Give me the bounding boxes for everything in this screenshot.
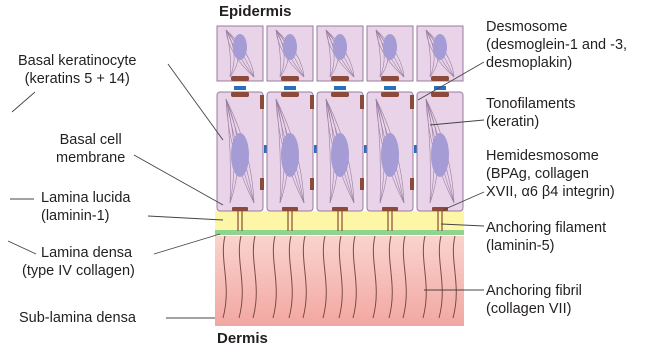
hemidesmosome (282, 207, 298, 211)
epidermis-title: Epidermis (219, 3, 292, 21)
desmosome (310, 178, 314, 190)
desmosome (310, 95, 314, 109)
nucleus (233, 34, 247, 60)
desmosome-plaque (281, 92, 299, 97)
hemidesmosome (232, 207, 248, 211)
keratinocyte-cells (217, 26, 463, 231)
label-lamina-lucida-line2: (laminin-1) (41, 207, 130, 225)
nucleus (381, 133, 399, 177)
lamina-densa-band (215, 230, 464, 235)
dermis-title: Dermis (217, 330, 268, 348)
label-anchoring-fibril-line2: (collagen VII) (486, 300, 582, 318)
nucleus (331, 133, 349, 177)
label-anchoring-fibril: Anchoring fibril (collagen VII) (486, 282, 582, 318)
leader-basal-cell-membrane (134, 155, 223, 205)
hemidesmosome (332, 207, 348, 211)
label-hemidesmosome-line3: XVII, α6 β4 integrin) (486, 183, 615, 201)
leader-keratinocyte-stray (12, 92, 35, 112)
label-sub-lamina-densa: Sub-lamina densa (19, 309, 136, 327)
label-hemidesmosome: Hemidesmosome (BPAg, collagen XVII, α6 β… (486, 147, 615, 201)
label-desmosome-line3: desmoplakin) (486, 54, 627, 72)
label-hemidesmosome-line1: Hemidesmosome (486, 147, 615, 165)
label-lamina-lucida: Lamina lucida (laminin-1) (41, 189, 130, 225)
desmosome-plaque (431, 76, 449, 81)
label-desmosome: Desmosome (desmoglein-1 and -3, desmopla… (486, 18, 627, 72)
label-tonofilaments-line1: Tonofilaments (486, 95, 575, 113)
label-basal-keratinocyte-line1: Basal keratinocyte (18, 52, 136, 70)
desmosome (410, 95, 414, 109)
blue-marker (334, 86, 346, 90)
leader-basal-keratinocyte (168, 64, 223, 140)
nucleus (433, 34, 447, 60)
desmosome-plaque (381, 76, 399, 81)
label-desmosome-line1: Desmosome (486, 18, 627, 36)
label-anchoring-filament-line2: (laminin-5) (486, 237, 606, 255)
desmosome-plaque (431, 92, 449, 97)
desmosome (260, 95, 264, 109)
label-basal-keratinocyte-line2: (keratins 5 + 14) (18, 70, 136, 88)
lamina-lucida-band (215, 211, 464, 231)
label-anchoring-fibril-line1: Anchoring fibril (486, 282, 582, 300)
hemidesmosome (382, 207, 398, 211)
leader-lamina-densa-to-band (154, 234, 220, 254)
desmosome (360, 178, 364, 190)
label-lamina-densa: Lamina densa (type IV collagen) (22, 244, 135, 280)
desmosome (260, 178, 264, 190)
blue-marker (234, 86, 246, 90)
blue-marker (284, 86, 296, 90)
label-basal-cell-membrane-line1: Basal cell (56, 131, 125, 149)
desmosome-plaque (381, 92, 399, 97)
blue-marker (384, 86, 396, 90)
desmosome-plaque (231, 76, 249, 81)
label-basal-cell-membrane: Basal cell membrane (56, 131, 125, 167)
label-basal-cell-membrane-line2: membrane (56, 149, 125, 167)
desmosome (360, 95, 364, 109)
desmosome-plaque (281, 76, 299, 81)
desmosome-plaque (331, 92, 349, 97)
label-basal-keratinocyte: Basal keratinocyte (keratins 5 + 14) (18, 52, 136, 88)
desmosome-plaque (231, 92, 249, 97)
leader-lamina-lucida-to-band (148, 216, 223, 220)
nucleus (333, 34, 347, 60)
desmosome-plaque (331, 76, 349, 81)
nucleus (283, 34, 297, 60)
label-lamina-densa-line1: Lamina densa (22, 244, 135, 262)
label-anchoring-filament: Anchoring filament (laminin-5) (486, 219, 606, 255)
desmosome (410, 178, 414, 190)
nucleus (231, 133, 249, 177)
label-desmosome-line2: (desmoglein-1 and -3, (486, 36, 627, 54)
label-anchoring-filament-line1: Anchoring filament (486, 219, 606, 237)
label-lamina-lucida-line1: Lamina lucida (41, 189, 130, 207)
label-tonofilaments: Tonofilaments (keratin) (486, 95, 575, 131)
label-tonofilaments-line2: (keratin) (486, 113, 575, 131)
label-hemidesmosome-line2: (BPAg, collagen (486, 165, 615, 183)
nucleus (383, 34, 397, 60)
nucleus (281, 133, 299, 177)
nucleus (431, 133, 449, 177)
label-lamina-densa-line2: (type IV collagen) (22, 262, 135, 280)
